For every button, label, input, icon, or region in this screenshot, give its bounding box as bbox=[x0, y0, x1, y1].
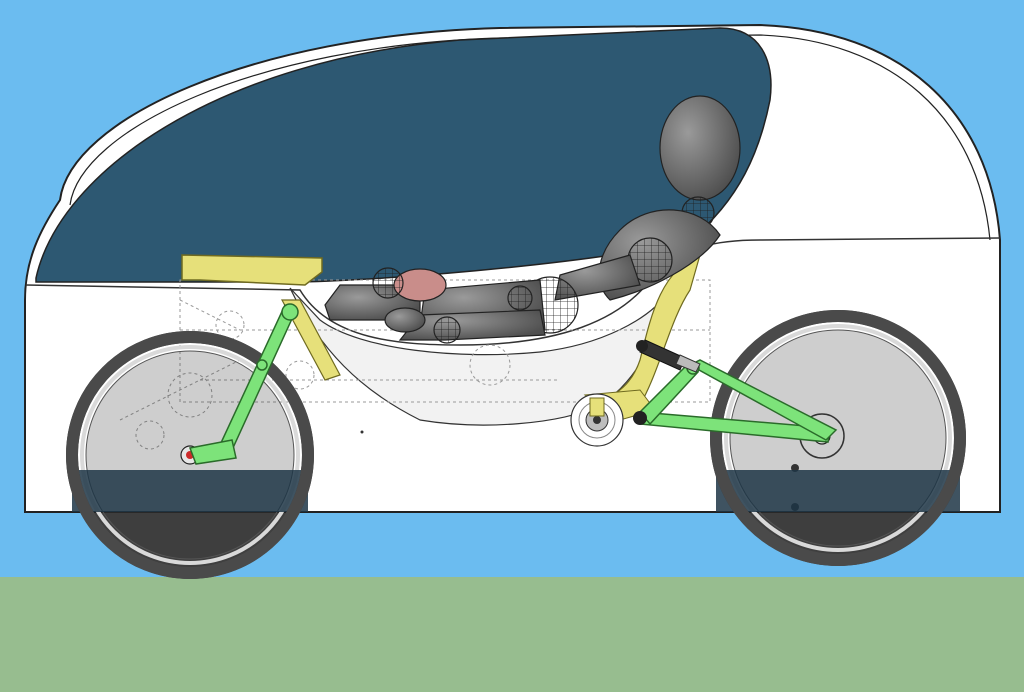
front-bracket bbox=[181, 254, 341, 381]
front-tire-outline bbox=[66, 331, 314, 579]
suspension-shock-icon bbox=[636, 339, 701, 373]
canopy-window bbox=[35, 27, 772, 283]
rear-tire-outline bbox=[710, 310, 966, 566]
ground-strip bbox=[0, 577, 1024, 692]
rider-figure-icon bbox=[324, 95, 741, 344]
front-fork-frame bbox=[188, 303, 299, 465]
wheel-wells bbox=[72, 470, 960, 512]
body-dot bbox=[360, 430, 364, 434]
crank-pulley-icon bbox=[570, 393, 647, 447]
